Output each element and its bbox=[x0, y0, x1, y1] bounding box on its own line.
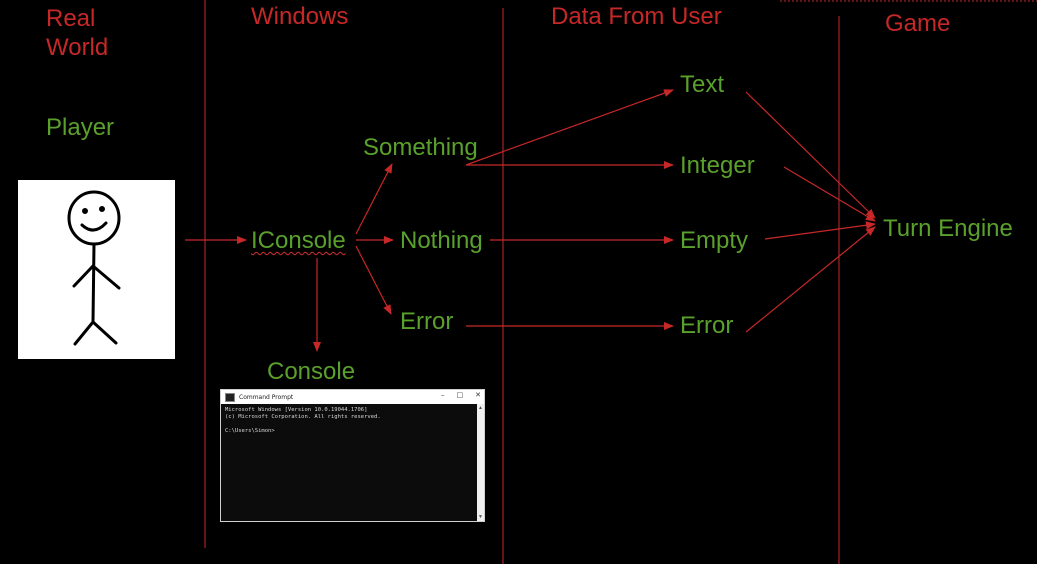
node-nothing: Nothing bbox=[400, 227, 483, 254]
node-text: Text bbox=[680, 71, 725, 98]
arrow-empty-engine bbox=[764, 221, 876, 240]
console-scrollbar: ▲ ▼ bbox=[477, 404, 484, 521]
lane-heading-real-world: Real World bbox=[46, 5, 109, 61]
player-figure bbox=[18, 180, 175, 359]
node-iconsole: IConsole bbox=[251, 227, 346, 254]
arrow-integer-engine bbox=[783, 166, 876, 222]
node-error-data: Error bbox=[680, 312, 734, 339]
player-label: Player bbox=[46, 114, 115, 141]
console-line: (c) Microsoft Corporation. All rights re… bbox=[225, 414, 381, 420]
stick-figure-icon bbox=[67, 190, 121, 346]
arrow-iconsole-error bbox=[355, 245, 392, 315]
console-window: Command Prompt – □ ✕ Microsoft Windows [… bbox=[220, 389, 485, 522]
scroll-up-icon: ▲ bbox=[478, 405, 483, 411]
node-something: Something bbox=[363, 134, 478, 161]
console-title-bar: Command Prompt – □ ✕ bbox=[221, 390, 484, 404]
node-integer: Integer bbox=[680, 152, 755, 179]
lane-heading-data-from-user: Data From User bbox=[551, 3, 722, 30]
arrow-iconsole-something bbox=[355, 163, 393, 235]
scroll-down-icon: ▼ bbox=[478, 514, 483, 520]
node-turn-engine: Turn Engine bbox=[883, 215, 1013, 242]
terminal-icon bbox=[225, 392, 235, 402]
node-error-windows: Error bbox=[400, 308, 454, 335]
node-console: Console bbox=[267, 358, 356, 385]
arrow-text-engine bbox=[745, 91, 876, 219]
lane-heading-game: Game bbox=[885, 10, 951, 37]
console-output: Microsoft Windows [Version 10.0.19044.17… bbox=[221, 404, 484, 438]
console-line: Microsoft Windows [Version 10.0.19044.17… bbox=[225, 407, 368, 413]
console-title: Command Prompt bbox=[239, 393, 294, 401]
close-icon: ✕ bbox=[475, 391, 481, 399]
lane-heading-windows: Windows bbox=[251, 3, 349, 30]
minimize-icon: – bbox=[441, 391, 445, 399]
node-empty: Empty bbox=[680, 227, 749, 254]
arrow-something-text bbox=[465, 89, 674, 166]
console-prompt: C:\Users\Simon> bbox=[225, 428, 275, 434]
arrow-error-engine bbox=[745, 226, 876, 333]
maximize-icon: □ bbox=[456, 391, 464, 399]
